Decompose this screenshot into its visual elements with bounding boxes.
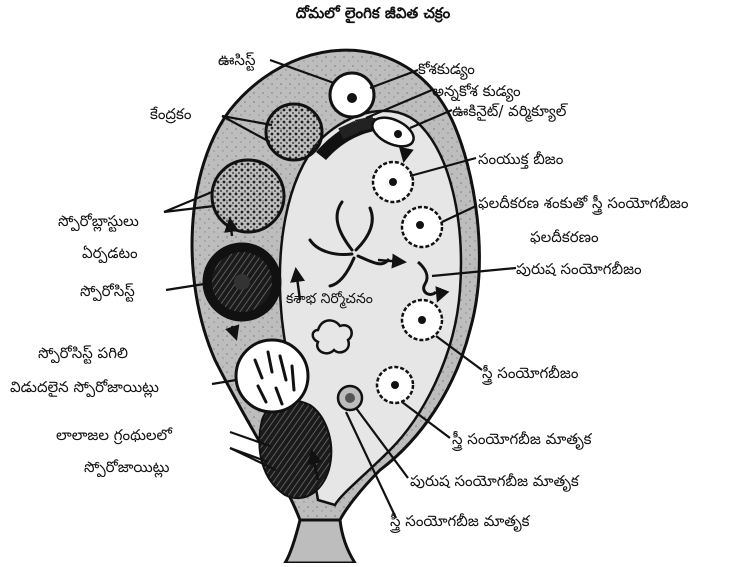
- diagram-title: దోమలో లైంగిక జీవిత చక్రం: [0, 4, 746, 26]
- label-male-gamete: పురుష సంయోగబీజం: [516, 260, 642, 278]
- label-gut-wall: అన్నకోశ కుడ్యం: [432, 82, 521, 100]
- sporoblast-cyst: [212, 160, 284, 232]
- label-fertilization-cone: ఫలదీకరణ శంకుతో స్త్రీ సంయోగబీజం: [478, 194, 688, 212]
- label-female-gametocyte-mid: స్త్రీ సంయోగబీజ మాతృక: [452, 430, 591, 448]
- label-sporoblast-1: స్పోరోబ్లాస్టులు: [58, 212, 139, 230]
- label-salivary-1: లాలాజల గ్రంథులలో: [56, 426, 172, 444]
- label-oocyst: ఊసిస్ట్: [218, 51, 256, 69]
- label-female-gametocyte-bottom: స్త్రీ సంయోగబీజ మాతృక: [390, 512, 529, 530]
- stomach-stalk: [285, 520, 355, 563]
- salivary-gland: [259, 400, 331, 498]
- ruptured-sporocyst: [236, 340, 308, 412]
- label-fertilization: ఫలదీకరణం: [530, 228, 599, 246]
- label-nucleus: కేంద్రకం: [150, 105, 191, 123]
- label-rupture-1: స్పోరోసిస్ట్ పగిలి: [38, 344, 128, 362]
- label-cell-wall: కోశకుడ్యం: [418, 60, 475, 78]
- label-rupture-2: విడుదలైన స్పోరోజాయిట్లు: [10, 378, 159, 396]
- label-sporoblast-2: ఏర్పడటం: [82, 244, 138, 262]
- nucleated-oocyst: [266, 104, 322, 160]
- label-sporocyst: స్పోరోసిస్ట్: [80, 282, 135, 300]
- label-male-gametocyte: పురుష సంయోగబీజ మాతృక: [410, 472, 579, 490]
- label-zygote: సంయుక్త బీజం: [478, 150, 563, 168]
- label-ookinete: ఊకినైట్/ వర్మిక్యూల్: [452, 102, 566, 120]
- label-female-gamete: స్త్రీ సంయోగబీజం: [482, 364, 578, 382]
- label-exflagellation: కశాభ నిర్మోచనం: [286, 290, 373, 308]
- label-salivary-2: స్పోరోజాయిట్లు: [84, 458, 169, 476]
